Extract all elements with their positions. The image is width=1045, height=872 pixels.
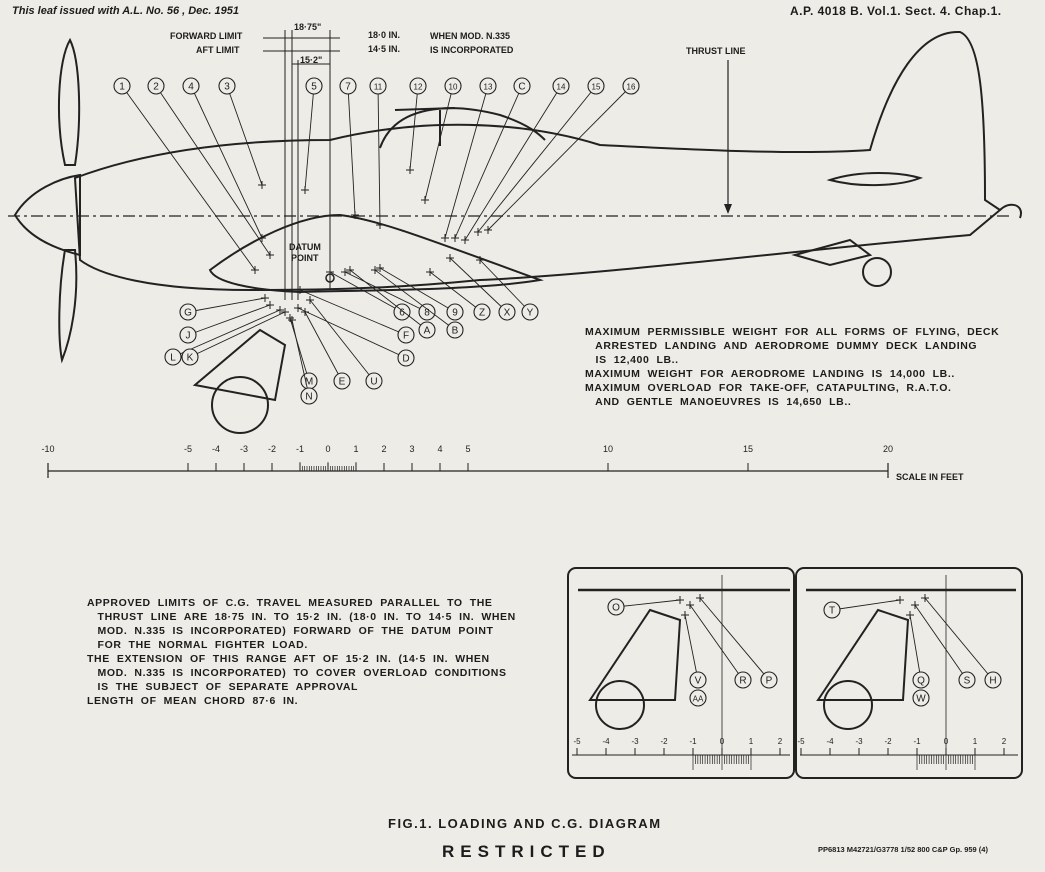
callout-label: 7 xyxy=(345,82,351,93)
scale-tick-label: -10 xyxy=(41,444,54,454)
scale-tick-label: -2 xyxy=(268,444,276,454)
inset-scale-tick-label: -4 xyxy=(602,737,610,746)
callout-label: 5 xyxy=(311,82,317,93)
figure-title: FIG.1. LOADING AND C.G. DIAGRAM xyxy=(388,816,662,831)
aircraft-outline xyxy=(13,30,1022,434)
callout-label: L xyxy=(170,353,176,364)
inset-scale-tick-label: -2 xyxy=(884,737,892,746)
callout-label: 1 xyxy=(119,82,125,93)
scale-tick-label: 1 xyxy=(353,444,358,454)
dim-18-0: 18·0 IN. xyxy=(368,30,401,40)
callout-label: E xyxy=(339,377,346,388)
callout-label: 16 xyxy=(627,83,636,92)
inset-scale-tick-label: -5 xyxy=(573,737,581,746)
callout-label: S xyxy=(964,676,971,687)
inset-scale-tick-label: 2 xyxy=(778,737,783,746)
scale-in-feet-label: SCALE IN FEET xyxy=(896,472,964,482)
callout-label: F xyxy=(403,331,409,342)
callout-label: 10 xyxy=(449,83,458,92)
callout-label: P xyxy=(766,676,773,687)
scale-tick-label: -3 xyxy=(240,444,248,454)
callout-label: A xyxy=(424,326,431,337)
inset-scale-tick-label: -3 xyxy=(631,737,639,746)
callout-label: 13 xyxy=(484,83,493,92)
scale-tick-label: -1 xyxy=(296,444,304,454)
dim-15-2: 15·2" xyxy=(300,55,323,65)
scale-tick-label: 10 xyxy=(603,444,613,454)
callout-label: Z xyxy=(479,308,485,319)
callout-label: D xyxy=(402,354,409,365)
callout-label: 12 xyxy=(414,83,423,92)
callout-label: 4 xyxy=(188,82,194,93)
scale-tick-label: -4 xyxy=(212,444,220,454)
dim-18-75: 18·75" xyxy=(294,22,322,32)
callout-label: V xyxy=(695,676,702,687)
callout-label: C xyxy=(518,82,525,93)
mod-note-line-1: WHEN MOD. N.335 xyxy=(430,31,511,41)
scale-tick-label: 5 xyxy=(465,444,470,454)
callout-label: 8 xyxy=(424,308,430,319)
scale-tick-label: 15 xyxy=(743,444,753,454)
callout-label: M xyxy=(305,377,313,388)
callout-label: O xyxy=(612,603,620,614)
callout-label: N xyxy=(305,392,312,403)
print-reference: PP6813 M42721/G3778 1/52 800 C&P Gp. 959… xyxy=(818,845,988,854)
scale-tick-label: 20 xyxy=(883,444,893,454)
callout-label: U xyxy=(370,377,377,388)
aft-limit-label: AFT LIMIT xyxy=(196,45,240,55)
inset-scale-tick-label: 2 xyxy=(1002,737,1007,746)
datum-label: DATUM xyxy=(289,242,321,252)
scale-tick-label: 2 xyxy=(381,444,386,454)
inset-scale-tick-label: -3 xyxy=(855,737,863,746)
callout-label: 6 xyxy=(399,308,405,319)
cg-limits-note: APPROVED LIMITS OF C.G. TRAVEL MEASURED … xyxy=(87,597,516,707)
callout-label: Q xyxy=(917,676,925,687)
inset-scale-tick-label: -4 xyxy=(826,737,834,746)
mod-note-line-2: IS INCORPORATED xyxy=(430,45,514,55)
thrust-line-label: THRUST LINE xyxy=(686,46,746,56)
callout-label: 15 xyxy=(592,83,601,92)
scale-tick-label: 0 xyxy=(325,444,330,454)
document-reference: A.P. 4018 B. Vol.1. Sect. 4. Chap.1. xyxy=(790,4,1002,18)
callout-label: 14 xyxy=(557,83,566,92)
callout-label: R xyxy=(739,676,746,687)
callout-label: W xyxy=(916,694,926,705)
callout-label: J xyxy=(186,331,191,342)
cg-inset-right xyxy=(795,567,1023,779)
inset-scale-tick-label: 1 xyxy=(973,737,978,746)
inset-scale-tick-label: -1 xyxy=(689,737,697,746)
inset-scale-tick-label: -5 xyxy=(797,737,805,746)
dim-14-5: 14·5 IN. xyxy=(368,44,401,54)
callout-label: K xyxy=(187,353,194,364)
limit-dimension-lines xyxy=(263,30,340,300)
inset-scale-tick-label: -2 xyxy=(660,737,668,746)
weights-note: MAXIMUM PERMISSIBLE WEIGHT FOR ALL FORMS… xyxy=(585,326,1000,408)
callout-label: H xyxy=(989,676,996,687)
callout-label: 9 xyxy=(452,308,458,319)
cg-inset-left xyxy=(567,567,795,779)
callout-label: G xyxy=(184,308,192,319)
inset-scale-tick-label: 0 xyxy=(720,737,725,746)
classification: RESTRICTED xyxy=(442,842,611,861)
inset-scale-tick-label: 0 xyxy=(944,737,949,746)
inset-scale-tick-label: -1 xyxy=(913,737,921,746)
scale-tick-label: 3 xyxy=(409,444,414,454)
callout-label: B xyxy=(452,326,459,337)
callout-label: X xyxy=(504,308,511,319)
scale-tick-label: -5 xyxy=(184,444,192,454)
forward-limit-label: FORWARD LIMIT xyxy=(170,31,243,41)
scale-tick-label: 4 xyxy=(437,444,442,454)
leaf-issue-note: This leaf issued with A.L. No. 56 , Dec.… xyxy=(12,5,239,17)
callout-label: 11 xyxy=(374,83,383,92)
inset-scale-tick-label: 1 xyxy=(749,737,754,746)
callout-label: 3 xyxy=(224,82,230,93)
callout-label: Y xyxy=(527,308,534,319)
callout-label: 2 xyxy=(153,82,159,93)
point-label: POINT xyxy=(291,253,319,263)
callout-label: AA xyxy=(693,695,704,704)
callout-label: T xyxy=(829,606,835,617)
